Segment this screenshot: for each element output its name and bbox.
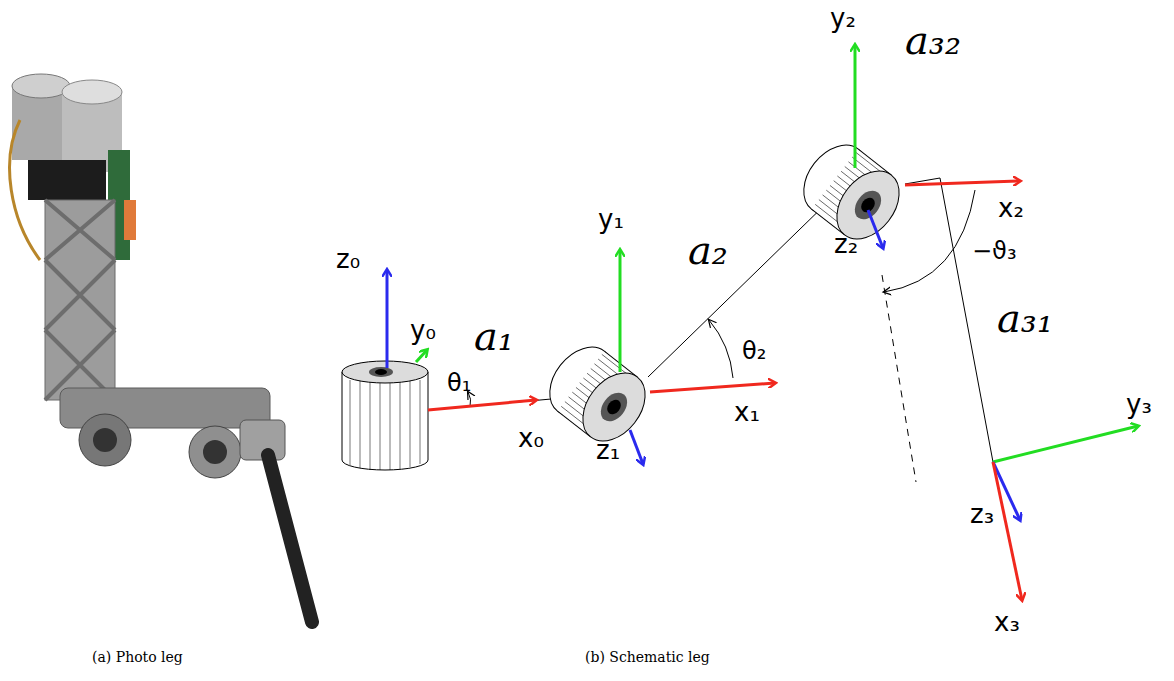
axis-label: x₁ bbox=[734, 398, 760, 427]
angle-arc bbox=[884, 190, 975, 292]
z-axis bbox=[993, 462, 1020, 520]
joint-motor bbox=[189, 426, 241, 478]
z-axis bbox=[868, 210, 883, 248]
axis-label: x₃ bbox=[994, 608, 1020, 637]
axis-label: z₂ bbox=[834, 230, 858, 259]
schematic-leg bbox=[342, 45, 1138, 600]
x-axis bbox=[993, 462, 1022, 600]
motor-top bbox=[62, 80, 122, 104]
link-length: a₂ bbox=[688, 228, 728, 272]
subfigure-caption: (a) Photo leg bbox=[92, 650, 183, 665]
joint-angle: θ₁ bbox=[447, 370, 471, 396]
x-axis bbox=[650, 383, 775, 392]
axis-label: z₃ bbox=[970, 500, 994, 529]
axis-label: x₀ bbox=[518, 424, 544, 453]
link-length: a₃₁ bbox=[997, 296, 1053, 340]
drum-shaft bbox=[375, 369, 387, 375]
joint-angle: −ϑ₃ bbox=[972, 238, 1017, 264]
axis-label: y₁ bbox=[598, 205, 624, 234]
joint-motor bbox=[79, 414, 131, 466]
axis-label: y₃ bbox=[1126, 390, 1152, 419]
frame bbox=[45, 200, 115, 400]
link-length: a₁ bbox=[474, 314, 514, 358]
wires bbox=[10, 120, 40, 260]
axis-label: z₀ bbox=[336, 245, 360, 274]
drum-shaft bbox=[369, 367, 393, 377]
axis-label: x₂ bbox=[998, 194, 1024, 223]
connector bbox=[124, 200, 136, 240]
z-axis bbox=[630, 430, 643, 464]
motor-top bbox=[12, 74, 70, 98]
link-a2 bbox=[648, 195, 835, 377]
angle-arc bbox=[709, 320, 733, 378]
x-axis bbox=[428, 400, 536, 410]
subfigure-caption: (b) Schematic leg bbox=[585, 650, 710, 665]
y-axis bbox=[854, 45, 857, 168]
joint-shaft bbox=[93, 428, 117, 452]
axis-extension bbox=[882, 275, 916, 482]
z-axis bbox=[386, 270, 389, 368]
drum-body bbox=[342, 372, 428, 460]
y-axis bbox=[993, 426, 1138, 462]
x-axis bbox=[905, 181, 1020, 185]
photo-leg bbox=[10, 74, 312, 622]
drum-outline bbox=[342, 372, 428, 470]
axis-label: y₂ bbox=[830, 4, 856, 33]
axis-label: y₀ bbox=[410, 316, 436, 345]
y-axis bbox=[416, 350, 427, 362]
frame-lattice bbox=[45, 200, 115, 400]
joint-shaft bbox=[203, 440, 227, 464]
y-axis bbox=[619, 250, 622, 372]
lower-leg-rod bbox=[268, 455, 312, 622]
drum-stripes bbox=[350, 380, 420, 470]
link-a3 bbox=[905, 178, 993, 462]
joint-angle: θ₂ bbox=[742, 338, 766, 364]
axis-label: z₁ bbox=[596, 436, 620, 465]
motor-band bbox=[28, 160, 106, 200]
drum-top bbox=[342, 361, 428, 383]
link-length: a₃₂ bbox=[905, 18, 961, 62]
